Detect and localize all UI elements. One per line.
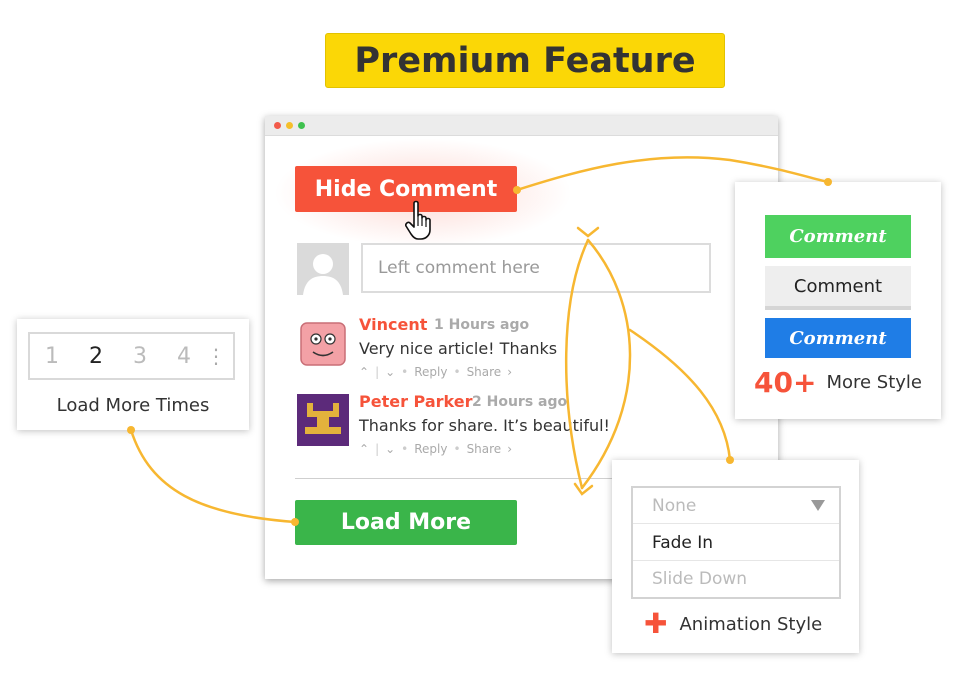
page-button-4[interactable]: 4 [177,343,191,369]
comment-style-blue-button[interactable]: Comment [765,318,911,361]
action-separator: • [453,442,461,456]
action-separator: • [401,442,409,456]
share-link[interactable]: Share [466,365,502,379]
animation-option-label: Fade In [652,532,714,553]
action-separator: • [453,365,461,379]
comment-text: Thanks for share. It’s beautiful! [359,416,610,435]
page-button-1[interactable]: 1 [45,343,59,369]
share-chevron-icon: › [507,442,513,456]
comment-time: 1 Hours ago [434,317,530,333]
more-vertical-icon[interactable]: ⋮ [206,344,226,368]
comment-actions: ⌃ | ⌄ • Reply • Share › [359,442,512,456]
maximize-dot-icon[interactable] [298,122,305,129]
action-separator: | [375,442,380,456]
purple-pixel-avatar [297,394,349,446]
comment-text: Very nice article! Thanks [359,339,558,358]
page-button-3[interactable]: 3 [133,343,147,369]
downvote-icon[interactable]: ⌄ [385,442,396,456]
more-style-card: Comment Comment Comment 40+ More Style [735,182,941,419]
comment-style-green-button[interactable]: Comment [765,215,911,258]
animation-option-fade-in[interactable]: Fade In [633,525,839,561]
pagination-caption: Load More Times [56,395,210,416]
close-dot-icon[interactable] [274,122,281,129]
animation-select[interactable]: None Fade In Slide Down [631,486,841,599]
dropdown-arrow-icon[interactable] [811,500,825,511]
animation-option-none[interactable]: None [633,488,839,524]
upvote-icon[interactable]: ⌃ [359,442,370,456]
share-link[interactable]: Share [466,442,502,456]
comment-style-green-label: Comment [789,226,887,247]
default-avatar [297,243,349,295]
hide-comment-label: Hide Comment [314,176,498,202]
banner-title: Premium Feature [354,40,696,81]
comment-actions: ⌃ | ⌄ • Reply • Share › [359,365,512,379]
animation-option-label: Slide Down [652,569,748,589]
comment-style-gray-label: Comment [793,275,883,297]
action-separator: • [401,365,409,379]
comment-item: Peter Parker 2 Hours ago Thanks for shar… [297,392,717,464]
reply-link[interactable]: Reply [414,365,448,379]
hand-cursor-icon [405,200,431,240]
comment-item: Vincent 1 Hours ago Very nice article! T… [297,315,717,387]
more-style-footer: 40+ More Style [747,358,929,406]
animation-style-card: None Fade In Slide Down ✚ Animation Styl… [612,460,859,653]
comment-time: 2 Hours ago [472,394,568,410]
animation-option-slide-down[interactable]: Slide Down [633,561,839,597]
share-chevron-icon: › [507,365,513,379]
action-separator: | [375,365,380,379]
animation-caption: Animation Style [679,613,823,635]
load-more-times-card: 1 2 3 4 ⋮ Load More Times [17,319,249,430]
comment-author[interactable]: Peter Parker [359,392,473,411]
load-more-label: Load More [340,510,472,535]
hide-comment-button[interactable]: Hide Comment [295,166,517,212]
pink-robot-avatar [297,317,349,369]
plus-icon: ✚ [644,607,668,640]
style-caption: More Style [826,371,922,393]
animation-option-label: None [652,495,697,516]
downvote-icon[interactable]: ⌄ [385,365,396,379]
animation-footer: ✚ Animation Style [644,610,822,638]
comment-style-blue-label: Comment [789,327,887,349]
comment-input[interactable] [361,243,711,293]
minimize-dot-icon[interactable] [286,122,293,129]
comment-author[interactable]: Vincent [359,315,428,334]
comment-style-gray-button[interactable]: Comment [765,266,911,310]
reply-link[interactable]: Reply [414,442,448,456]
upvote-icon[interactable]: ⌃ [359,365,370,379]
premium-feature-banner: Premium Feature [325,33,725,88]
pagination: 1 2 3 4 ⋮ [28,332,235,380]
style-count: 40+ [754,365,817,399]
window-titlebar [265,116,778,136]
load-more-button[interactable]: Load More [295,500,517,545]
page-button-2[interactable]: 2 [89,343,103,369]
user-silhouette-icon [297,243,349,295]
comments-divider [295,478,747,479]
